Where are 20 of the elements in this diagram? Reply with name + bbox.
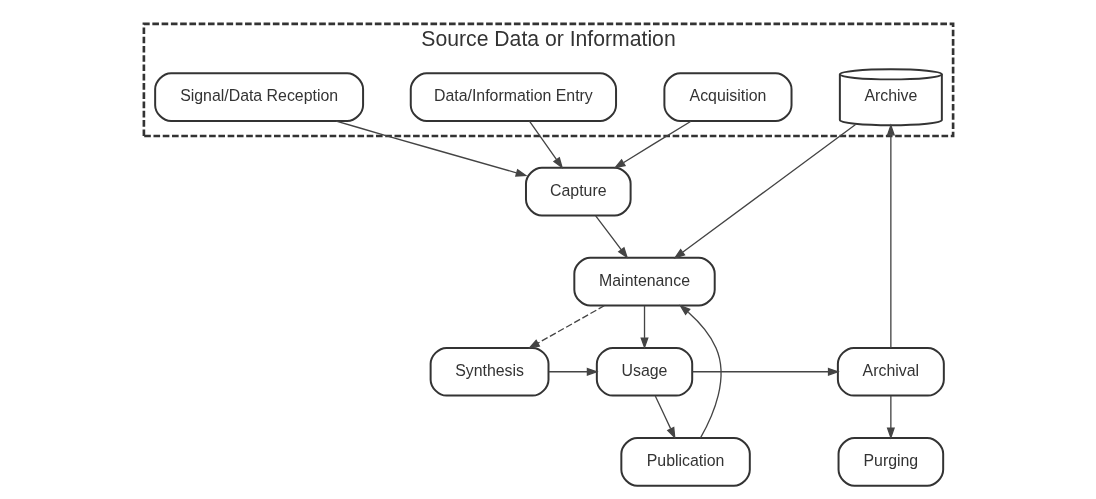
- node-box: Capture: [524, 166, 632, 217]
- arrow: [691, 367, 840, 376]
- node-box: Archival: [836, 346, 945, 397]
- node-box: Acquisition: [662, 72, 793, 123]
- node-box: Signal/Data Reception: [153, 72, 364, 123]
- node-box: Publication: [619, 437, 751, 487]
- node-box: Synthesis: [429, 346, 549, 397]
- arrow: [527, 305, 605, 349]
- arrow: [639, 305, 649, 350]
- arrow: [886, 123, 895, 349]
- arrow: [886, 395, 895, 440]
- arrow: [678, 304, 722, 439]
- node-box: Maintenance: [572, 256, 716, 307]
- arrow: [654, 395, 676, 440]
- arrow: [547, 367, 599, 376]
- arrow: [594, 215, 628, 259]
- node-box: Data/Information Entry: [409, 72, 617, 123]
- arrow: [528, 120, 563, 169]
- node-box: Usage: [595, 346, 693, 397]
- node-box: Purging: [837, 437, 944, 487]
